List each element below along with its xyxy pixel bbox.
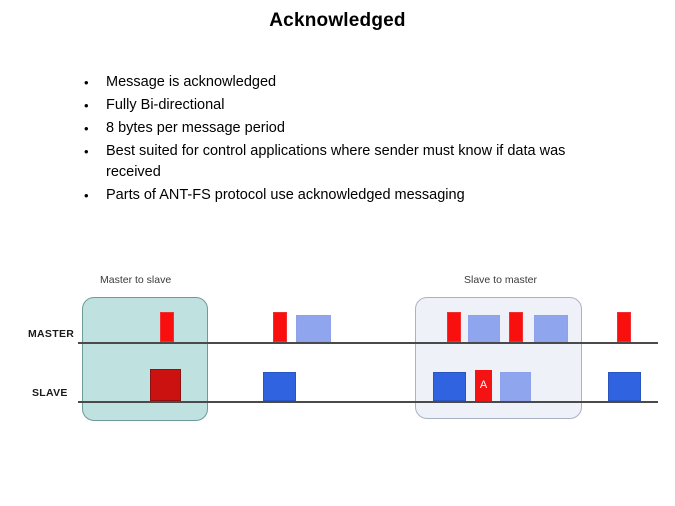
list-item: • 8 bytes per message period xyxy=(78,118,618,139)
slave-pulse-4-ack-badge: A xyxy=(475,370,492,401)
master-pulse-1 xyxy=(160,312,174,342)
bullet-text: Parts of ANT-FS protocol use acknowledge… xyxy=(106,187,465,203)
axis-line-master xyxy=(78,342,658,344)
bullet-text: Best suited for control applications whe… xyxy=(106,143,566,180)
bullet-marker-icon: • xyxy=(84,75,89,90)
bullet-text: Message is acknowledged xyxy=(106,74,277,90)
bullet-text: 8 bytes per message period xyxy=(106,120,285,136)
group-label-slave-to-master: Slave to master xyxy=(464,274,537,286)
master-pulse-2 xyxy=(273,312,287,342)
bullet-text: Fully Bi-directional xyxy=(106,97,225,113)
bullet-marker-icon: • xyxy=(84,121,89,136)
slave-pulse-5 xyxy=(500,372,531,401)
list-item: • Best suited for control applications w… xyxy=(78,141,618,183)
slave-pulse-2 xyxy=(263,372,296,401)
bullet-marker-icon: • xyxy=(84,98,89,113)
master-pulse-7 xyxy=(534,315,568,342)
bullet-marker-icon: • xyxy=(84,188,89,203)
page-title: Acknowledged xyxy=(269,10,406,31)
slave-pulse-1 xyxy=(150,369,181,401)
list-item: • Fully Bi-directional xyxy=(78,95,618,116)
master-pulse-4 xyxy=(447,312,461,342)
group-label-master-to-slave: Master to slave xyxy=(100,274,172,286)
list-item: • Message is acknowledged xyxy=(78,72,618,93)
axis-line-slave xyxy=(78,401,658,403)
bullet-list: • Message is acknowledged • Fully Bi-dir… xyxy=(78,72,618,208)
row-label-slave: SLAVE xyxy=(32,387,68,399)
master-pulse-6 xyxy=(509,312,523,342)
row-label-master: MASTER xyxy=(28,328,75,340)
slave-pulse-3 xyxy=(433,372,466,401)
master-pulse-8 xyxy=(617,312,631,342)
timing-diagram: Master to slave Slave to master MASTER S… xyxy=(0,258,675,438)
group-box-master-to-slave xyxy=(82,297,208,421)
list-item: • Parts of ANT-FS protocol use acknowled… xyxy=(78,185,618,206)
slave-pulse-6 xyxy=(608,372,641,401)
master-pulse-3 xyxy=(296,315,331,342)
bullet-marker-icon: • xyxy=(84,144,89,159)
master-pulse-5 xyxy=(468,315,500,342)
